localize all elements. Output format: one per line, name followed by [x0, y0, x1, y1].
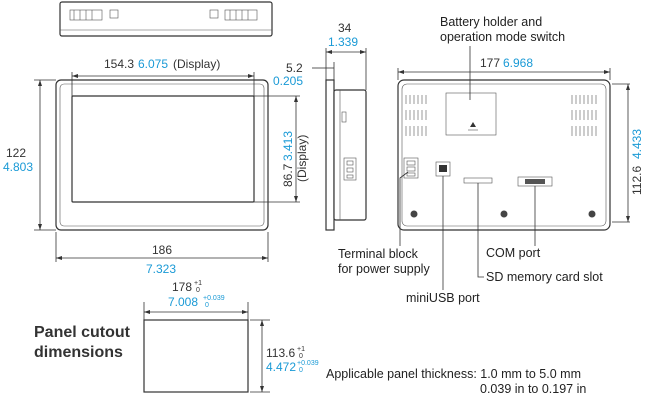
side-depth-in: 1.339: [328, 35, 358, 49]
battery-callout-line1: Battery holder and: [440, 15, 542, 29]
cutout-height-dimension: 113.6 +1 0 4.472 +0.039 0: [250, 319, 319, 393]
front-display-height-dimension: 86.7 3.413 (Display): [254, 95, 309, 203]
panel-cutout-title: Panel cutout dimensions: [34, 324, 131, 361]
panel-cutout-shape: [143, 319, 249, 393]
panel-cutout-title-line2: dimensions: [34, 344, 123, 361]
front-display-height-mm: 86.7: [281, 163, 295, 187]
cutout-width-in-tol-low: 0: [205, 302, 209, 309]
front-height-dimension: 122 4.803: [3, 79, 56, 231]
cutout-height-tol-low: 0: [299, 353, 303, 360]
rear-height-mm: 112.6: [630, 166, 644, 195]
sd-callout: SD memory card slot: [477, 183, 603, 284]
terminal-callout-line2: for power supply: [338, 262, 430, 276]
front-outer-width-in: 7.323: [146, 262, 176, 276]
terminal-callout: Terminal block for power supply: [338, 171, 430, 276]
side-bezel-dimension: 5.2 0.205: [273, 61, 335, 88]
cutout-height-mm: 113.6: [266, 346, 295, 360]
com-callout: COM port: [486, 186, 541, 260]
com-callout-label: COM port: [486, 246, 541, 260]
front-outer-width-mm: 186: [152, 243, 172, 257]
cutout-height-in: 4.472: [266, 360, 296, 374]
cutout-width-mm: 178: [172, 280, 192, 294]
side-depth-dimension: 34 1.339: [325, 21, 367, 90]
front-display-width-in: 6.075: [138, 57, 168, 71]
front-display-width-dimension: 154.3 6.075 (Display): [71, 57, 255, 106]
front-display-height-note: (Display): [295, 135, 309, 182]
rear-width-dimension: 177 6.968: [397, 56, 611, 80]
cutout-width-in-tol-up: +0.039: [203, 295, 225, 302]
front-height-mm: 122: [6, 146, 26, 160]
rear-view: [397, 79, 611, 231]
cutout-height-in-tol-up: +0.039: [297, 360, 319, 367]
side-bezel-in: 0.205: [273, 74, 303, 88]
terminal-callout-line1: Terminal block: [338, 247, 419, 261]
front-height-in: 4.803: [3, 160, 33, 174]
rear-height-in: 4.433: [630, 129, 644, 159]
front-view: [55, 79, 269, 231]
side-view: [325, 79, 367, 231]
cutout-height-tol-up: +1: [297, 346, 305, 353]
front-display-width-mm: 154.3: [104, 57, 134, 71]
panel-thickness-in: 0.039 in to 0.197 in: [480, 382, 586, 396]
cutout-width-in: 7.008: [168, 295, 198, 309]
rear-width-mm: 177: [480, 56, 500, 70]
cutout-width-tol-up: +1: [194, 280, 202, 287]
battery-callout-line2: operation mode switch: [440, 30, 565, 44]
rear-width-in: 6.968: [503, 56, 533, 70]
battery-callout: Battery holder and operation mode switch: [440, 15, 565, 100]
panel-thickness-label: Applicable panel thickness: 1.0 mm to 5.…: [326, 367, 581, 381]
front-display-height-in: 3.413: [281, 131, 295, 161]
side-depth-mm: 34: [338, 21, 352, 35]
sd-callout-label: SD memory card slot: [486, 270, 603, 284]
usb-callout-label: miniUSB port: [406, 291, 480, 305]
front-display-width-note: (Display): [173, 57, 220, 71]
cutout-height-in-tol-low: 0: [299, 367, 303, 374]
rear-height-dimension: 112.6 4.433: [612, 83, 644, 223]
side-bezel-mm: 5.2: [286, 61, 303, 75]
usb-callout: miniUSB port: [406, 176, 480, 305]
panel-thickness-note: Applicable panel thickness: 1.0 mm to 5.…: [326, 367, 586, 396]
cutout-width-tol-low: 0: [196, 287, 200, 294]
front-outer-width-dimension: 186 7.323: [55, 232, 269, 276]
panel-cutout-title-line1: Panel cutout: [34, 324, 131, 341]
top-view: [59, 1, 273, 37]
cutout-width-dimension: 178 +1 0 7.008 +0.039 0: [143, 280, 249, 320]
